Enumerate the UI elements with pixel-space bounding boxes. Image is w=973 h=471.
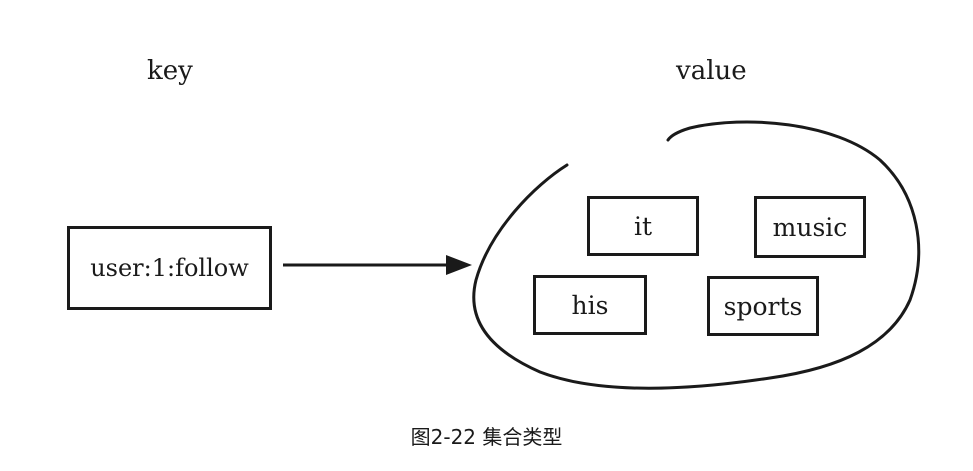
set-member-it: it [587, 196, 699, 256]
set-member-his: his [533, 275, 647, 335]
set-member-sports: sports [707, 276, 819, 336]
figure-caption: 图2-22 集合类型 [410, 425, 563, 449]
value-header: value [676, 56, 747, 86]
set-member-music: music [754, 196, 866, 258]
key-header: key [147, 56, 193, 86]
key-box: user:1:follow [67, 226, 272, 310]
arrow-head [446, 255, 472, 275]
